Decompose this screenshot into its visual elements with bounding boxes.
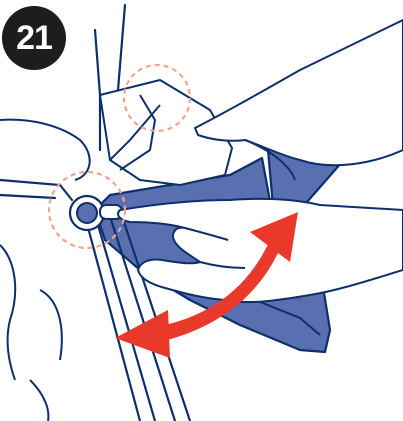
frame-handle-bar [95, 30, 100, 150]
left-limb [0, 120, 90, 421]
hinge-inner [77, 203, 97, 223]
frame-handle-bar-2 [118, 5, 125, 90]
frame-cross-2 [0, 195, 55, 198]
step-number-badge: 21 [2, 6, 66, 70]
